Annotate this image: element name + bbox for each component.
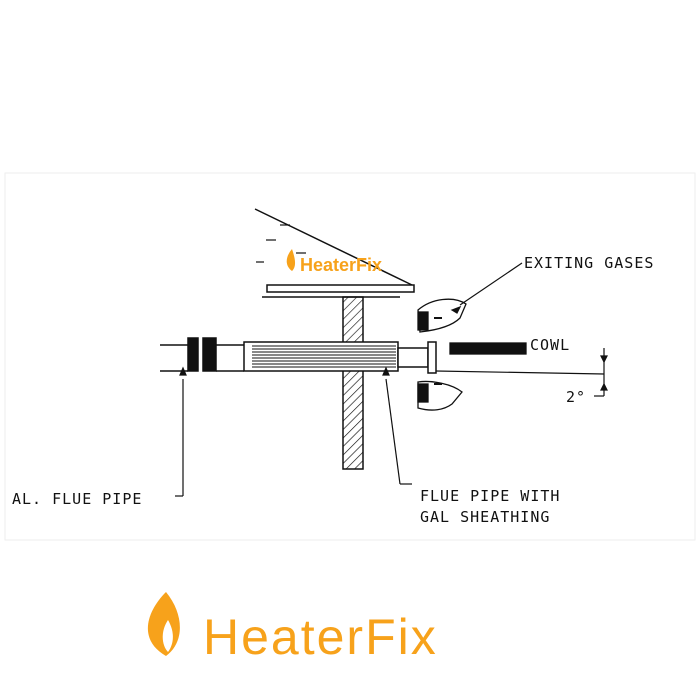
label-flue-pipe-line2: GAL SHEATHING (420, 508, 550, 526)
angle-dimension (435, 348, 608, 397)
label-flue-pipe-line1: FLUE PIPE WITH (420, 487, 560, 505)
roof (254, 208, 415, 298)
label-exiting-gases: EXITING GASES (524, 254, 654, 272)
leader-lines (175, 262, 523, 497)
pipe-end (397, 341, 437, 374)
flame-icon (147, 592, 180, 656)
diagram-frame (4, 172, 696, 541)
flame-icon-inner (162, 620, 173, 652)
al-flue-pipe (160, 337, 399, 372)
wall (342, 296, 364, 470)
label-cowl: COWL (530, 336, 570, 354)
brand-logo: HeaterFix (147, 592, 438, 665)
brand-name: HeaterFix (203, 609, 438, 665)
cowl (417, 298, 527, 411)
label-angle: 2° (566, 388, 586, 406)
gal-sheathing (252, 345, 396, 368)
label-al-flue-pipe: AL. FLUE PIPE (12, 490, 142, 508)
watermark-logo: HeaterFix (286, 249, 382, 275)
watermark-text: HeaterFix (300, 255, 382, 275)
flame-icon (286, 249, 296, 271)
